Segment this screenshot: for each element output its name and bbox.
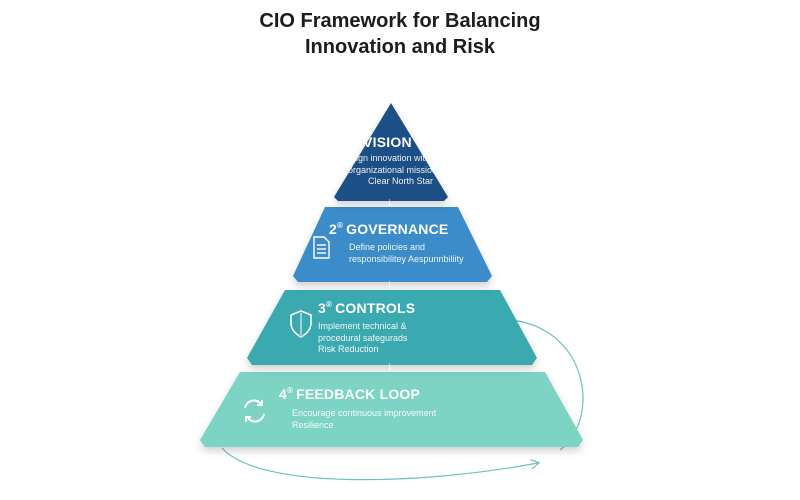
layer-desc-line: Align innovation with xyxy=(348,153,431,163)
refresh-icon xyxy=(244,399,265,423)
shield-icon xyxy=(290,310,312,338)
title-line-2: Innovation and Risk xyxy=(304,36,496,58)
document-icon xyxy=(313,236,330,259)
layer-desc-line: Encourage continuous improvement xyxy=(292,408,437,418)
layer-desc-line: responsibilitey Aespunnbiliity xyxy=(349,253,464,264)
layer-feedback-shape xyxy=(200,372,583,447)
layer-controls: 3®CONTROLS Implement technical & procedu… xyxy=(318,300,416,354)
layer-desc-line: Clear North Star xyxy=(368,176,434,186)
layer-desc-line: organizational mission xyxy=(348,164,438,175)
layer-desc-line: procedural safegurads xyxy=(318,332,408,343)
down-arrow-icon: ↓ xyxy=(387,196,393,208)
layer-feedback-loop: 4®FEEDBACK LOOP Encourage continuous imp… xyxy=(279,386,437,430)
layer-desc-line: Risk Reduction xyxy=(318,344,379,354)
down-arrow-icon: ↓ xyxy=(387,360,393,372)
layer-desc-line: Resilience xyxy=(292,419,334,430)
page-title: CIO Framework for Balancing Innovation a… xyxy=(0,8,800,60)
layer-governance-shape xyxy=(293,207,492,282)
target-icon xyxy=(321,146,346,172)
layer-desc-line: Implement technical & xyxy=(318,321,407,331)
layer-governance: 2®GOVERNANCE Define policies and respons… xyxy=(329,221,464,264)
title-line-1: CIO Framework for Balancing xyxy=(259,10,541,32)
down-arrow-icon: ↓ xyxy=(387,278,393,290)
feedback-loop-arc-bottom xyxy=(221,447,538,481)
layer-desc-line: Define policies and xyxy=(349,242,426,252)
layer-controls-shape xyxy=(247,290,537,365)
layer-title: 1®VISION xyxy=(346,134,412,150)
layer-vision: 1®VISION Align innovation with organizat… xyxy=(346,134,437,188)
layer-vision-shape xyxy=(334,103,448,201)
